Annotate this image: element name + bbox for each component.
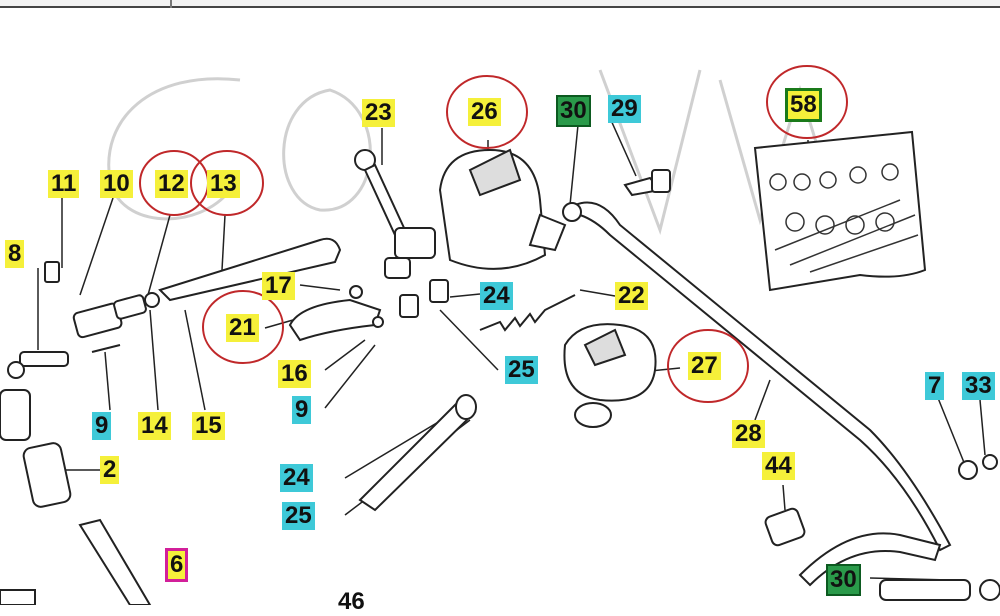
callout-15[interactable]: 15 bbox=[192, 412, 225, 440]
callout-8[interactable]: 8 bbox=[5, 240, 25, 268]
callout-24-bottom[interactable]: 24 bbox=[280, 464, 313, 492]
callout-11[interactable]: 11 bbox=[48, 170, 80, 198]
callout-22[interactable]: 22 bbox=[615, 282, 648, 310]
callout-2[interactable]: 2 bbox=[100, 456, 120, 484]
callout-28[interactable]: 28 bbox=[732, 420, 765, 448]
callout-29[interactable]: 29 bbox=[608, 95, 641, 123]
callout-23[interactable]: 23 bbox=[362, 99, 395, 127]
callout-9-left[interactable]: 9 bbox=[92, 412, 112, 440]
window-top-edge bbox=[0, 0, 1000, 8]
callout-6[interactable]: 6 bbox=[165, 548, 189, 582]
window-tab-edge bbox=[170, 0, 172, 8]
callout-44[interactable]: 44 bbox=[762, 452, 795, 480]
callout-7[interactable]: 7 bbox=[925, 372, 945, 400]
callout-9-middle[interactable]: 9 bbox=[292, 396, 312, 424]
callout-14[interactable]: 14 bbox=[138, 412, 171, 440]
callout-13[interactable]: 13 bbox=[207, 170, 240, 198]
callout-46[interactable]: 46 bbox=[338, 588, 365, 615]
callout-12[interactable]: 12 bbox=[155, 170, 188, 198]
callout-58[interactable]: 58 bbox=[785, 88, 822, 122]
callout-30-bottom[interactable]: 30 bbox=[826, 564, 861, 596]
callout-33[interactable]: 33 bbox=[962, 372, 995, 400]
callout-16[interactable]: 16 bbox=[278, 360, 311, 388]
callout-25-top[interactable]: 25 bbox=[505, 356, 538, 384]
callout-24-top[interactable]: 24 bbox=[480, 282, 513, 310]
callout-17[interactable]: 17 bbox=[262, 272, 295, 300]
callout-27[interactable]: 27 bbox=[688, 352, 721, 380]
callout-10[interactable]: 10 bbox=[100, 170, 133, 198]
callout-26[interactable]: 26 bbox=[468, 98, 501, 126]
callout-21[interactable]: 21 bbox=[226, 314, 259, 342]
parts bbox=[0, 130, 1000, 605]
highlight-circles bbox=[139, 65, 848, 403]
callout-25-bottom[interactable]: 25 bbox=[282, 502, 315, 530]
callout-30-top[interactable]: 30 bbox=[556, 95, 591, 127]
